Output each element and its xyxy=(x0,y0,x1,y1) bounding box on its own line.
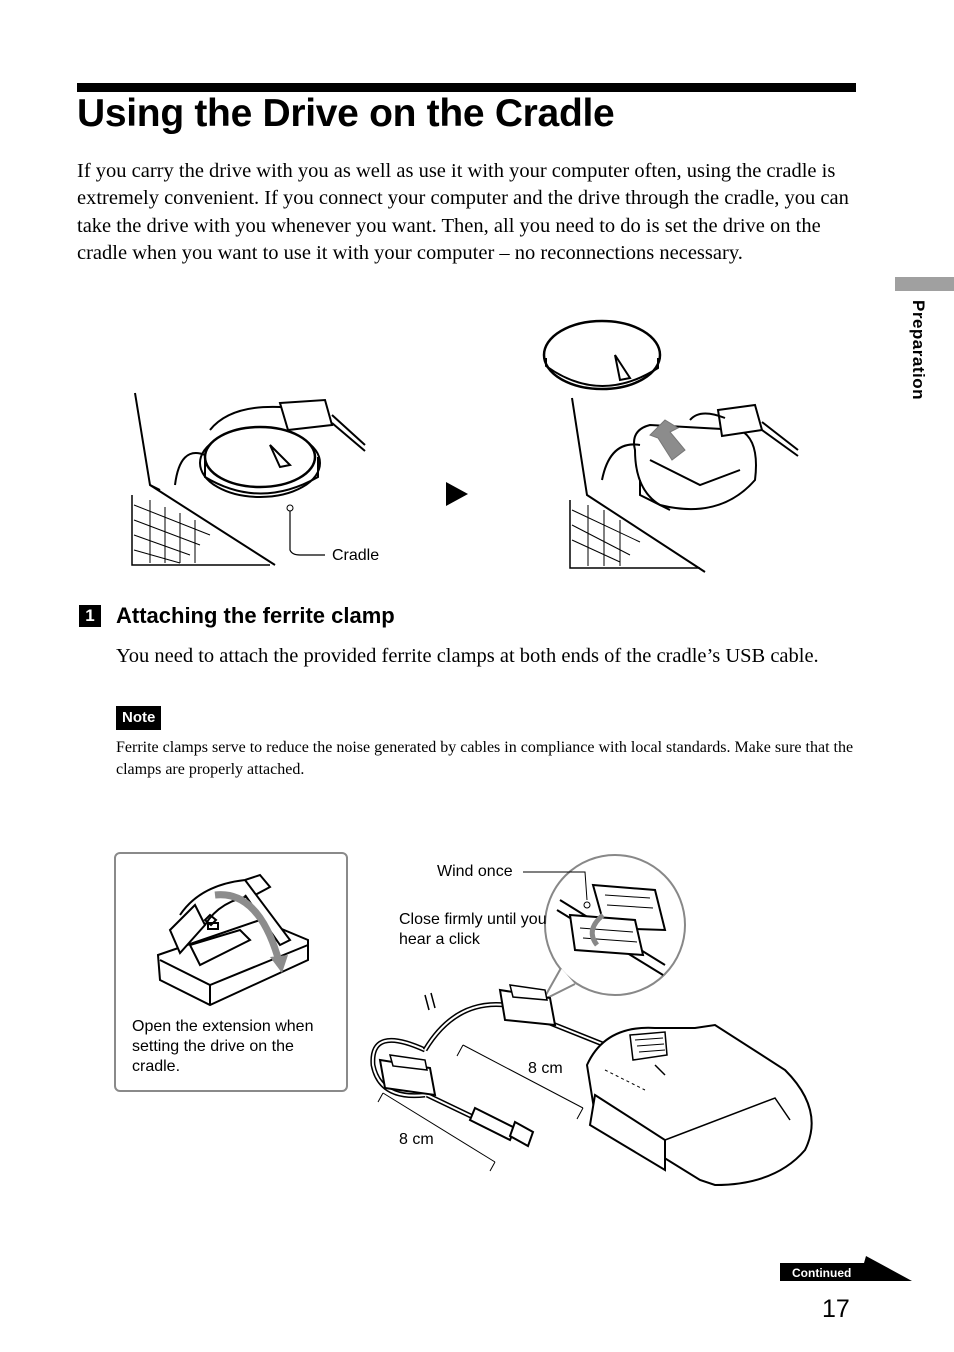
cradle-label: Cradle xyxy=(332,547,380,564)
step-body: You need to attach the provided ferrite … xyxy=(116,645,819,667)
note-text: Ferrite clamps serve to reduce the noise… xyxy=(116,739,854,778)
ferrite-clamp-cable-illustration xyxy=(370,854,813,1187)
continued-label: Continued xyxy=(792,1266,852,1280)
note-badge: Note xyxy=(116,706,162,730)
continued-arrow-icon xyxy=(780,1256,912,1281)
cradle-extension-illustration xyxy=(156,873,309,1007)
cradle-with-drive-illustration xyxy=(131,392,366,566)
step-number-badge: 1 xyxy=(79,605,101,627)
intro-paragraph: If you carry the drive with you as well … xyxy=(77,160,849,264)
close-firmly-label: Close firmly until you hear a click xyxy=(399,911,547,948)
distance-label-upper: 8 cm xyxy=(528,1060,563,1077)
wind-once-label: Wind once xyxy=(437,863,513,880)
page-title: Using the Drive on the Cradle xyxy=(77,92,615,135)
next-step-arrow-icon xyxy=(446,482,468,506)
extension-info-box xyxy=(114,852,348,1092)
step-title: Attaching the ferrite clamp xyxy=(116,603,395,628)
distance-label-lower: 8 cm xyxy=(399,1131,434,1148)
section-tab-marker xyxy=(895,277,954,291)
title-rule xyxy=(77,83,856,92)
page-number: 17 xyxy=(822,1295,850,1323)
section-tab-label: Preparation xyxy=(909,300,928,400)
cradle-without-drive-illustration xyxy=(542,319,799,573)
extension-caption: Open the extension when setting the driv… xyxy=(132,1018,314,1075)
